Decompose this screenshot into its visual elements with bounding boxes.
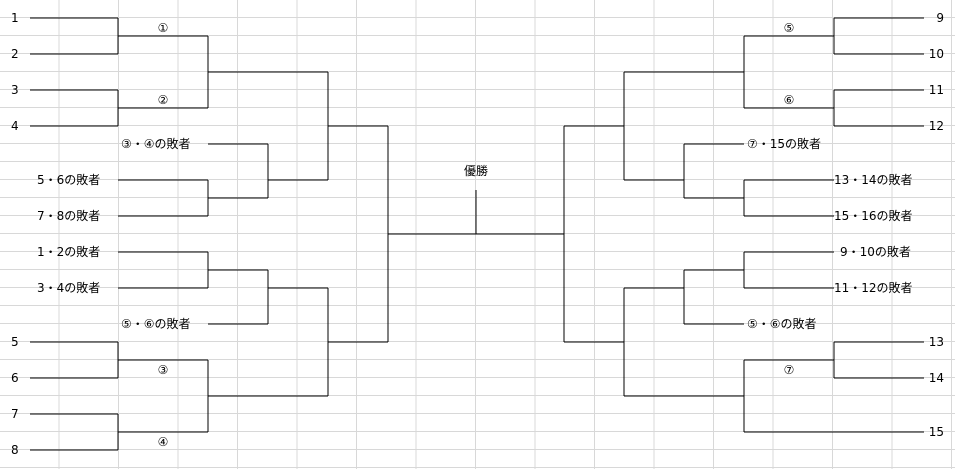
- entry-label: 11: [928, 83, 944, 97]
- consolation-label: 5・6の敗者: [37, 173, 101, 187]
- entry-label: 14: [928, 371, 944, 385]
- consolation-label: 15・16の敗者: [834, 209, 913, 223]
- entry-label: 8: [11, 443, 19, 457]
- entry-label: 9: [936, 11, 944, 25]
- entry-label: 6: [11, 371, 19, 385]
- entry-label: 5: [11, 335, 19, 349]
- entry-label: 15: [928, 425, 944, 439]
- consolation-label: 11・12の敗者: [834, 281, 913, 295]
- entry-label: 2: [11, 47, 19, 61]
- final-label: 優勝: [463, 164, 489, 178]
- entry-label: 4: [11, 119, 19, 133]
- consolation-label: 1・2の敗者: [37, 245, 101, 259]
- entry-label: 7: [11, 407, 19, 421]
- consolation-label: 7・8の敗者: [37, 209, 101, 223]
- entry-label: 1: [11, 11, 19, 25]
- consolation-label: ⑤・⑥の敗者: [121, 317, 191, 331]
- match-number: ⑤: [783, 21, 795, 35]
- consolation-label: 13・14の敗者: [834, 173, 913, 187]
- consolation-label: ③・④の敗者: [121, 137, 191, 151]
- match-number: ①: [157, 21, 169, 35]
- entry-label: 13: [928, 335, 944, 349]
- consolation-label: 3・4の敗者: [37, 281, 101, 295]
- entry-label: 12: [928, 119, 944, 133]
- match-number: ⑥: [783, 93, 795, 107]
- match-number: ②: [157, 93, 169, 107]
- entry-label: 10: [928, 47, 944, 61]
- entry-label: 3: [11, 83, 19, 97]
- consolation-label: ⑦・15の敗者: [747, 137, 822, 151]
- consolation-label: 9・10の敗者: [840, 245, 911, 259]
- match-number: ⑦: [783, 363, 795, 377]
- consolation-label: ⑤・⑥の敗者: [747, 317, 817, 331]
- match-number: ④: [157, 435, 169, 449]
- match-number: ③: [157, 363, 169, 377]
